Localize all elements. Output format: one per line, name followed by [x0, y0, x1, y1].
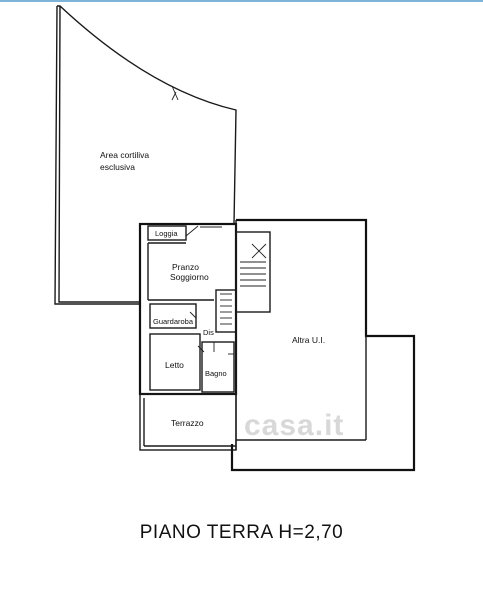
altro-ui-outline [230, 218, 416, 472]
area-cortiliva-outline [54, 5, 237, 305]
pranzo-label-line1: Pranzo [172, 262, 199, 272]
dis-label: Dis [203, 328, 214, 337]
altro-ui-label: Altra U.I. [292, 335, 325, 345]
area-cortiliva-label-line1: Area cortiliva [100, 150, 149, 160]
apartment-walls [138, 222, 238, 396]
area-cortiliva-label-line2: esclusiva [100, 162, 135, 172]
bagno-label: Bagno [205, 369, 227, 378]
watermark-text: casa.it [244, 409, 344, 442]
letto-label: Letto [165, 360, 184, 370]
terrazzo-label: Terrazzo [171, 418, 204, 428]
guardaroba-label: Guardaroba [153, 317, 194, 326]
loggia-label: Loggia [155, 229, 178, 238]
pranzo-label-line2: Soggiorno [170, 272, 209, 282]
top-edge-strip [0, 0, 483, 2]
floor-caption: PIANO TERRA H=2,70 [139, 522, 344, 543]
